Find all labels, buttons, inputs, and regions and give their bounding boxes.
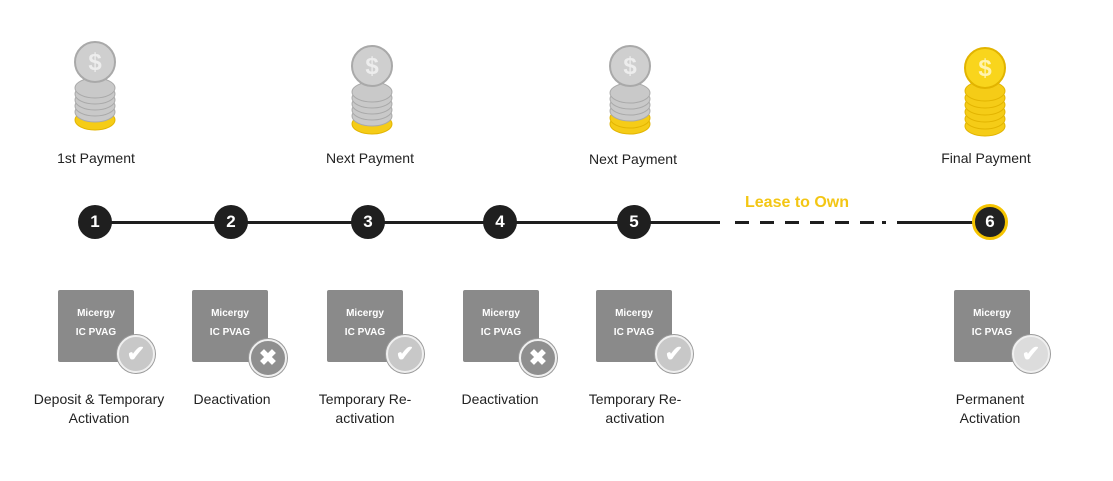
- svg-text:$: $: [623, 53, 637, 80]
- svg-text:$: $: [88, 49, 102, 76]
- x-icon: ✖: [249, 339, 287, 377]
- device-chip: Micergy IC PVAG: [192, 290, 268, 362]
- device-brand: Micergy: [346, 308, 384, 319]
- x-icon: ✖: [519, 339, 557, 377]
- device-model: IC PVAG: [344, 327, 386, 338]
- payment-label: Next Payment: [326, 150, 414, 166]
- timeline-dash: [735, 221, 749, 224]
- stage-label: Temporary Re-activation: [318, 391, 412, 426]
- coin-stack-icon: $: [609, 45, 651, 135]
- timeline-dash: [882, 221, 886, 224]
- device-brand: Micergy: [77, 308, 115, 319]
- step-marker-final: 6: [972, 204, 1008, 240]
- step-marker: 5: [617, 205, 651, 239]
- device-model: IC PVAG: [971, 327, 1013, 338]
- step-marker: 1: [78, 205, 112, 239]
- device-model: IC PVAG: [209, 327, 251, 338]
- device-brand: Micergy: [211, 308, 249, 319]
- device-brand: Micergy: [973, 308, 1011, 319]
- check-icon: ✔: [655, 335, 693, 373]
- check-icon: ✔: [117, 335, 155, 373]
- stage-label: Temporary Re-activation: [588, 391, 682, 426]
- svg-text:$: $: [365, 53, 379, 80]
- timeline-dash: [785, 221, 799, 224]
- step-marker: 3: [351, 205, 385, 239]
- coin-stack-4: $: [962, 44, 1008, 140]
- coin-stack-gold-icon: $: [964, 47, 1006, 137]
- stage-label: Deposit & Temporary Activation: [33, 391, 165, 426]
- lease-to-own-label: Lease to Own: [745, 194, 850, 211]
- coin-stack-icon: $: [351, 45, 393, 135]
- check-icon: ✔: [1012, 335, 1050, 373]
- step-marker: 4: [483, 205, 517, 239]
- timeline-dash: [760, 221, 774, 224]
- timeline-line: [96, 221, 720, 224]
- device-chip: Micergy IC PVAG: [954, 290, 1030, 362]
- coin-stack-1: $: [72, 40, 118, 132]
- stage-label: Deactivation: [461, 391, 539, 407]
- coin-stack-2: $: [349, 40, 395, 136]
- stage-label: Deactivation: [193, 391, 271, 407]
- payment-label: 1st Payment: [57, 150, 135, 166]
- check-icon: ✔: [386, 335, 424, 373]
- device-model: IC PVAG: [480, 327, 522, 338]
- timeline-dash: [860, 221, 874, 224]
- timeline-dash: [810, 221, 824, 224]
- svg-text:$: $: [978, 55, 992, 82]
- device-brand: Micergy: [615, 308, 653, 319]
- device-model: IC PVAG: [613, 327, 655, 338]
- coin-stack-icon: $: [74, 41, 116, 131]
- device-model: IC PVAG: [75, 327, 117, 338]
- payment-label: Next Payment: [589, 151, 677, 167]
- device-brand: Micergy: [482, 308, 520, 319]
- stage-label: Permanent Activation: [955, 391, 1025, 426]
- timeline-line: [897, 221, 989, 224]
- coin-stack-3: $: [607, 44, 653, 140]
- payment-label: Final Payment: [941, 150, 1031, 166]
- step-marker: 2: [214, 205, 248, 239]
- timeline-dash: [835, 221, 849, 224]
